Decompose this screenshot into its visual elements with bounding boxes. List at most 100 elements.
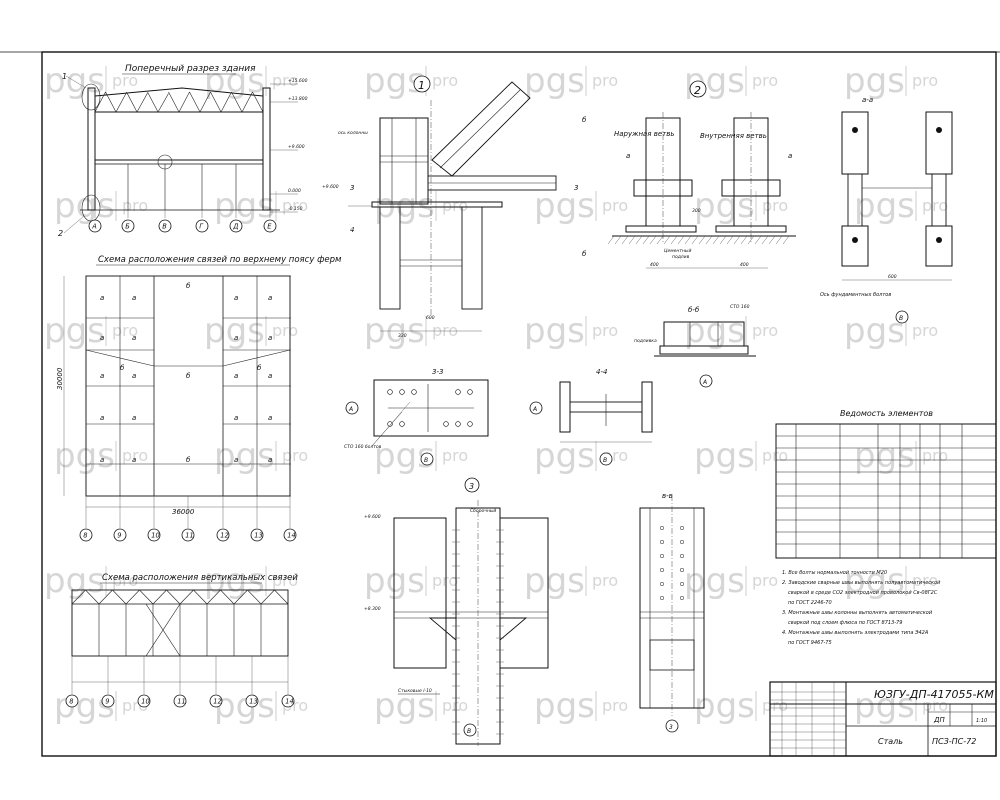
- bolt-hole: [399, 389, 405, 395]
- plan-label-b: б: [186, 456, 191, 464]
- axis-bubble-Г: Г: [195, 219, 209, 233]
- axis-bubble-Б-label: Б: [125, 223, 130, 231]
- svg-text:Стыковые l-10: Стыковые l-10: [398, 688, 432, 694]
- watermark-brand: pgs: [684, 311, 745, 351]
- bolt-hole: [679, 525, 685, 531]
- watermark-brand: pgs: [524, 311, 585, 351]
- element-schedule: Ведомость элементов: [775, 409, 997, 559]
- svg-text:а: а: [626, 152, 630, 160]
- svg-text:Цементный: Цементный: [664, 248, 691, 254]
- bolt-hole: [659, 595, 665, 601]
- node-2-detail: 2 Наружная ветвь Внутренняя ветвь 400 40…: [582, 80, 796, 269]
- svg-text:4: 4: [350, 226, 354, 234]
- watermark-suffix: pro: [432, 71, 458, 90]
- svg-text:400: 400: [740, 262, 749, 268]
- svg-text:0.000: 0.000: [288, 188, 301, 194]
- watermark-brand: pgs: [214, 686, 275, 726]
- plan-label-a: а: [268, 414, 272, 422]
- watermark-suffix: pro: [442, 696, 468, 715]
- watermark-suffix: pro: [122, 196, 148, 215]
- watermark-suffix: pro: [602, 196, 628, 215]
- node2-number: 2: [694, 84, 701, 97]
- watermark-suffix: pro: [602, 696, 628, 715]
- plan-label-a: а: [100, 372, 104, 380]
- vb-axis-12: 12: [209, 694, 223, 708]
- watermark-suffix: pro: [442, 446, 468, 465]
- group-code: ПСЗ-ПС-72: [932, 737, 976, 746]
- watermark-brand: pgs: [374, 186, 435, 226]
- watermark-suffix: pro: [272, 71, 298, 90]
- watermark-brand: pgs: [214, 186, 275, 226]
- plan-axis-9: 9: [113, 528, 127, 542]
- watermark-brand: pgs: [374, 686, 435, 726]
- outer-branch-label: Наружная ветвь: [614, 130, 675, 138]
- bolt-hole: [455, 389, 461, 395]
- watermark-suffix: pro: [112, 71, 138, 90]
- watermark-brand: pgs: [204, 311, 265, 351]
- svg-text:+9.600: +9.600: [364, 514, 381, 520]
- vb-axis-8: 8: [65, 694, 79, 708]
- watermark-suffix: pro: [112, 571, 138, 590]
- watermark-brand: pgs: [44, 311, 105, 351]
- watermark-suffix: pro: [442, 196, 468, 215]
- bolt-hole: [659, 525, 665, 531]
- plan-label-a: а: [234, 414, 238, 422]
- svg-text:подливка: подливка: [634, 339, 657, 344]
- plan-label-a: а: [268, 456, 272, 464]
- section-v-v: в-в 3: [639, 492, 705, 733]
- watermark-suffix: pro: [752, 321, 778, 340]
- svg-text:+9.600: +9.600: [288, 144, 305, 150]
- svg-text:3: 3: [350, 184, 354, 192]
- bolt-hole: [679, 553, 685, 559]
- plan-axis-14: 14: [283, 528, 297, 542]
- axis-b-44: В: [603, 457, 607, 464]
- axis-bubble-В-label: В: [162, 223, 167, 231]
- svg-text:600: 600: [888, 274, 897, 280]
- axis-a-33: А: [348, 406, 353, 413]
- watermark-brand: pgs: [54, 436, 115, 476]
- svg-text:ось колонны: ось колонны: [338, 131, 368, 136]
- plan-label-a: а: [100, 294, 104, 302]
- node-3-detail: 3 В +9.600 +8.300 Сборочный Стыковые l-1…: [364, 477, 549, 746]
- svg-text:330: 330: [398, 333, 407, 339]
- axis-b-aa: В: [899, 315, 903, 322]
- plan-label-a: а: [268, 372, 272, 380]
- vb-axis-13: 13: [245, 694, 259, 708]
- svg-text:+9.600: +9.600: [322, 184, 339, 190]
- vb-axis-10: 10: [137, 694, 151, 708]
- watermark-suffix: pro: [762, 446, 788, 465]
- svg-text:Сборочный: Сборочный: [470, 508, 496, 514]
- section-b-b: б-б А СТО 160 подливка: [634, 304, 756, 388]
- plan-axis-10: 10: [147, 528, 161, 542]
- plan-label-a: а: [100, 334, 104, 342]
- watermark-suffix: pro: [922, 696, 948, 715]
- axis-bubble-Е-label: Е: [267, 223, 272, 231]
- vb-axis-14-label: 14: [285, 698, 293, 706]
- watermark-brand: pgs: [854, 186, 915, 226]
- note-7: 4. Монтажные швы выполнять электродами т…: [782, 630, 929, 636]
- watermark-brand: pgs: [694, 686, 755, 726]
- general-notes: 1. Все болты нормальной точности М20 2. …: [782, 570, 941, 646]
- watermark-suffix: pro: [122, 446, 148, 465]
- watermark-brand: pgs: [694, 186, 755, 226]
- dim-30000: 30000: [56, 367, 64, 390]
- bolt-hole: [387, 389, 393, 395]
- svg-text:600: 600: [426, 315, 435, 321]
- watermark-brand: pgs: [854, 686, 915, 726]
- watermark-brand: pgs: [204, 561, 265, 601]
- plan-axis-11-label: 11: [185, 532, 193, 540]
- vb-axis-10-label: 10: [141, 698, 149, 706]
- watermark-suffix: pro: [752, 571, 778, 590]
- svg-text:б: б: [582, 250, 587, 258]
- axis-bubble-А-label: А: [91, 223, 97, 231]
- plan-label-a: а: [132, 456, 136, 464]
- watermark-brand: pgs: [534, 436, 595, 476]
- plan-label-a: а: [234, 372, 238, 380]
- note-8: по ГОСТ 9467-75: [788, 640, 832, 646]
- cross-section-title: Поперечный разрез здания: [125, 64, 256, 74]
- watermark-suffix: pro: [762, 196, 788, 215]
- watermark-brand: pgs: [844, 561, 905, 601]
- watermark-suffix: pro: [282, 446, 308, 465]
- section-aa-label: а-а: [862, 96, 873, 104]
- plan-axis-12: 12: [216, 528, 230, 542]
